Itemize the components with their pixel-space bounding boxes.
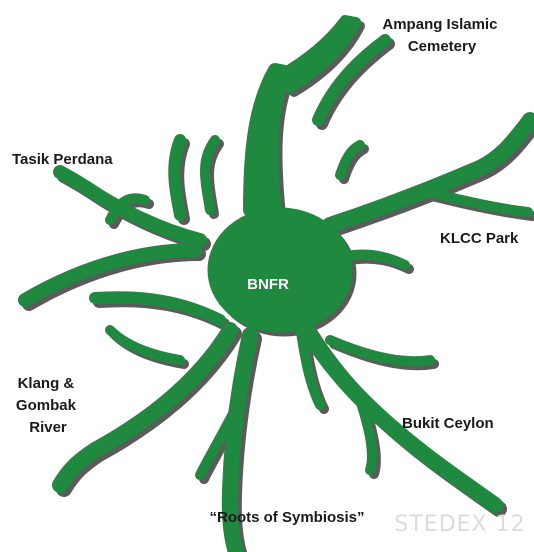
label-bukit: Bukit Ceylon: [402, 415, 494, 432]
label-tasik: Tasik Perdana: [12, 151, 113, 168]
label-roots: “Roots of Symbiosis”: [209, 509, 364, 526]
label-klang-line-2: Gombak: [16, 397, 77, 414]
root-hub: [208, 208, 352, 332]
center-label: BNFR: [247, 276, 289, 293]
label-klang: Klang & Gombak River: [16, 375, 80, 436]
watermark-logo: STEDEX 12: [394, 512, 525, 537]
root-branch-bukit-side: [330, 340, 430, 361]
label-klang-line-1: Klang &: [18, 375, 75, 392]
root-branch-upper-left: [174, 140, 180, 215]
label-ampang: Ampang Islamic Cemetery: [382, 16, 501, 55]
label-ampang-line-2: Cemetery: [408, 38, 477, 55]
label-ampang-line-1: Ampang Islamic: [382, 16, 497, 33]
label-klcc: KLCC Park: [440, 230, 519, 247]
label-klang-line-3: River: [29, 419, 67, 436]
root-branch-bukit: [300, 320, 495, 505]
